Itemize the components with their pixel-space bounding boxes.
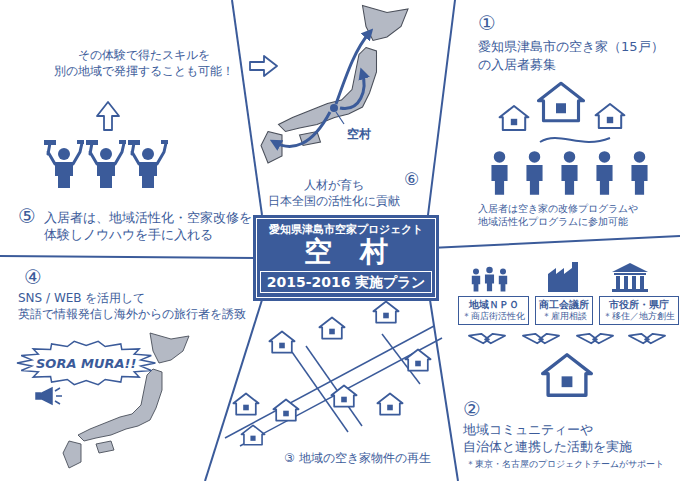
label-text: 愛知県津島市の空き家（15戸） の入居者募集 <box>478 38 670 73</box>
node-heading: 市役所・県庁 <box>603 299 675 311</box>
label-text: 人材が育ち 日本全国の活性化に貢献 <box>265 178 403 209</box>
callout-number: ⑤ <box>18 203 36 230</box>
right-arrow <box>250 56 277 76</box>
vacant-house-cluster <box>540 138 610 142</box>
separator-lines <box>430 236 680 248</box>
node-text: ＊雇用相談 <box>539 311 589 322</box>
resident-icons <box>491 151 507 195</box>
vacant-house-icons <box>241 425 264 444</box>
handshake-icons <box>469 334 665 344</box>
node-text: 空 村 <box>304 237 388 268</box>
partner-icons <box>485 267 494 292</box>
label-text: その体験で得たスキルを 別の地域で発揮することも可能！ <box>48 48 240 79</box>
street-grid <box>225 326 434 438</box>
vacant-house-icons <box>269 332 294 353</box>
vacant-house-cluster <box>539 83 584 121</box>
travel-arrows <box>340 72 364 108</box>
resident-icons <box>561 151 577 195</box>
partner-icons <box>499 269 507 292</box>
resident-icons <box>526 151 542 195</box>
label-text: 地域コミュニティーや 自治体と連携した活動を実施 <box>463 422 635 456</box>
partner-box: 商工会議所＊雇用相談 <box>535 296 593 325</box>
label-text: 空村 <box>345 126 373 142</box>
vacant-house-icons <box>373 302 398 323</box>
label-text: ③ 地域の空き家物件の再生 <box>284 450 431 466</box>
callout-number: ② <box>463 396 481 423</box>
location-dot <box>330 104 338 112</box>
partner-icons <box>616 276 620 289</box>
vacant-house-icons <box>273 400 298 421</box>
community-house <box>543 355 592 396</box>
callout-number: ① <box>478 10 496 37</box>
node-text: 2015-2016 実施プラン <box>260 271 433 293</box>
partner-icons <box>612 263 648 272</box>
label-text: ＊東京・名古屋のプロジェクトチームがサポート <box>466 458 664 470</box>
speech-bubble: SORA MURA!! <box>16 340 156 386</box>
worker-icons <box>86 140 128 188</box>
community-house <box>543 355 592 396</box>
japan-map-top <box>261 6 408 164</box>
label-text: 入居者は、地域活性化・空家改修を 体験しノウハウを手に入れる <box>44 210 259 244</box>
vacant-house-icons <box>319 318 344 339</box>
street-grid <box>240 338 442 446</box>
separator-lines <box>428 0 455 215</box>
partner-icons <box>640 276 644 289</box>
handshake-icons <box>469 334 505 344</box>
bubble-outline <box>17 341 155 384</box>
street-grid <box>225 326 442 446</box>
partner-icons <box>612 289 648 292</box>
vacant-house-icons <box>233 302 430 445</box>
vacant-house-cluster <box>500 83 625 142</box>
travel-arrows <box>274 112 330 146</box>
partner-icons <box>614 273 646 275</box>
worker-icons <box>44 140 170 188</box>
worker-icons <box>128 140 170 188</box>
resident-icons <box>631 151 647 195</box>
vacant-house-icons <box>331 386 356 407</box>
callout-number: ④ <box>24 264 42 291</box>
up-arrow <box>97 102 119 130</box>
node-text: ＊移住／地方創生 <box>603 311 675 322</box>
vacant-house-icons <box>405 350 430 371</box>
japan-map-top <box>261 6 408 164</box>
separator-lines <box>0 256 262 258</box>
megaphone <box>36 388 62 404</box>
worker-icons <box>44 140 86 188</box>
node-text: ＊商店街活性化 <box>462 311 525 322</box>
node-heading: 商工会議所 <box>539 299 589 311</box>
label-text: SNS / WEB を活用して 英語で情報発信し海外からの旅行者を誘致 <box>18 290 253 322</box>
handshake-icons <box>629 334 665 344</box>
title-panel: 愛知県津島市空家プロジェクト空 村 2015-2016 実施プラン <box>253 215 440 301</box>
leader-line <box>336 112 344 124</box>
partner-box: 地域ＮＰＯ＊商店街活性化 <box>458 296 529 325</box>
node-heading: SORA MURA!! <box>36 356 136 371</box>
partner-icons <box>632 276 636 289</box>
separator-lines <box>430 300 458 481</box>
node-heading: 地域ＮＰＯ <box>462 299 525 311</box>
vacant-house-cluster <box>596 104 625 128</box>
callout-number: ⑥ <box>404 168 419 191</box>
vacant-house-icons <box>377 394 402 415</box>
vacant-house-icons <box>233 394 258 415</box>
label-text: 入居者は空き家の改修プログラムや 地域活性化プログラムに参加可能 <box>478 203 644 229</box>
vacant-house-cluster <box>500 106 529 130</box>
handshake-icons <box>523 334 559 344</box>
travel-arrows <box>336 32 370 104</box>
separator-lines <box>232 0 262 215</box>
separator-lines <box>205 300 262 481</box>
partner-box: 市役所・県庁＊移住／地方創生 <box>599 296 679 325</box>
partner-icons <box>472 262 648 292</box>
partner-icons <box>548 262 578 292</box>
partner-icons <box>472 269 480 292</box>
resident-icons <box>491 151 647 195</box>
resident-icons <box>596 151 612 195</box>
street-grid <box>306 346 362 426</box>
node-heading: 愛知県津島市空家プロジェクト <box>269 223 423 237</box>
partner-icons <box>624 276 628 289</box>
handshake-icons <box>577 334 613 344</box>
